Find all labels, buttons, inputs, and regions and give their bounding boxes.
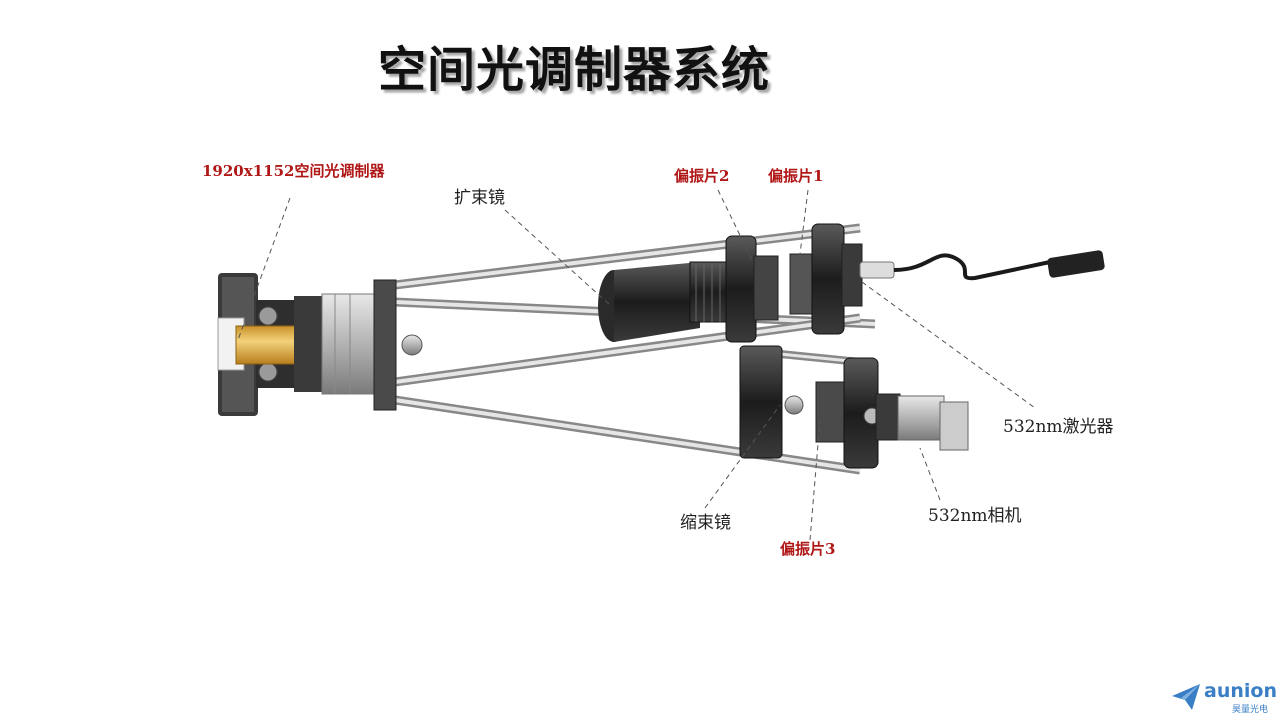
laser-532nm (859, 250, 1105, 281)
leader-lines (237, 189, 1036, 541)
label-beam-reducer: 缩束镜 (680, 513, 731, 533)
camera-532nm (875, 393, 969, 451)
label-polarizer-3: 偏振片3 (780, 540, 836, 558)
beam-expander (598, 261, 737, 342)
label-camera: 532nm相机 (928, 506, 1022, 526)
label-laser: 532nm激光器 (1003, 417, 1114, 437)
polarizer-3-mount (815, 357, 881, 469)
polarizer-1-mount (789, 223, 863, 335)
label-slm: 1920x1152空间光调制器 (202, 162, 385, 180)
label-polarizer-2: 偏振片2 (674, 167, 730, 185)
slm-assembly (217, 273, 423, 416)
label-polarizer-1: 偏振片1 (768, 167, 824, 185)
paper-plane-icon (1172, 684, 1200, 710)
logo-subtitle: 昊量光电 (1232, 705, 1269, 715)
page-title: 空间光调制器系统 (378, 42, 771, 98)
label-beam-expander: 扩束镜 (454, 188, 505, 208)
beam-reducer (739, 345, 804, 459)
logo-name: aunion (1204, 680, 1277, 702)
company-logo: aunion 昊量光电 (1170, 680, 1277, 716)
polarizer-2-mount (725, 235, 779, 343)
